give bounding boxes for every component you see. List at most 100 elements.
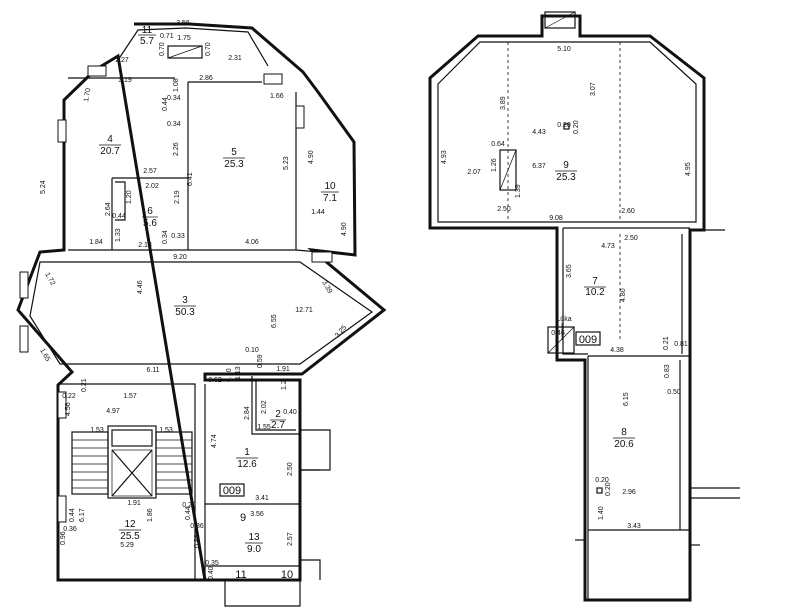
dim-label: 4.74 xyxy=(211,434,218,448)
room-area: 7.1 xyxy=(323,193,337,204)
dim-label: 0.20 xyxy=(605,482,612,496)
dim-label: 2.84 xyxy=(244,406,251,420)
dim-label: 0.62 xyxy=(208,377,222,384)
dim-label: 0.34 xyxy=(167,95,181,102)
dim-label: 1.70 xyxy=(83,88,92,103)
dim-label: 4.95 xyxy=(685,162,692,176)
dim-label: 4.90 xyxy=(341,222,348,236)
dim-label: 4.43 xyxy=(532,129,546,136)
window xyxy=(57,119,67,143)
room-area: 2.7 xyxy=(271,420,285,431)
dim-label: 6.11 xyxy=(146,367,159,374)
dim-label: 1.72 xyxy=(43,272,56,287)
dim-label: 0.46 xyxy=(551,330,565,337)
dim-label: 2.31 xyxy=(228,55,242,62)
dim-label: 2.19 xyxy=(174,190,181,204)
dim-label: 0.36 xyxy=(63,526,77,533)
dim-label: 2.07 xyxy=(467,169,481,176)
column-marker xyxy=(563,123,570,130)
ventilation-shaft-top-right xyxy=(544,11,576,29)
room-area: 25.5 xyxy=(120,531,140,542)
left-plan-walls xyxy=(16,22,387,607)
dim-label: 0.44 xyxy=(185,506,192,520)
dim-label: 1.66 xyxy=(270,93,284,100)
room-area: 20.6 xyxy=(614,439,634,450)
right-plan-labels: Lūka 009 xyxy=(556,316,601,346)
left-plan-windows xyxy=(19,65,333,523)
dim-label: 0.40 xyxy=(208,566,215,580)
dim-label: 4.93 xyxy=(441,150,448,164)
window xyxy=(295,105,305,129)
level-label-009: 009 xyxy=(223,485,241,497)
dim-label: 1.40 xyxy=(598,506,605,520)
room-area: 12.6 xyxy=(237,459,257,470)
dim-label: 4.73 xyxy=(601,243,615,250)
room-area: 5.7 xyxy=(140,36,154,47)
dim-label: 0.10 xyxy=(245,347,259,354)
dim-label: 2.27 xyxy=(115,57,129,64)
dim-label: 0.20 xyxy=(182,502,196,509)
dim-label: 1.33 xyxy=(115,228,122,242)
room-number: 12 xyxy=(124,519,136,530)
left-plan-labels: 009 9 11 10 xyxy=(219,483,293,581)
left-plan-room-labels: 11 5.7 4 20.7 5 25.3 6 5.6 10 7.1 3 50.3… xyxy=(99,25,339,555)
right-plan-fixtures xyxy=(499,11,603,494)
dim-label: 1.08 xyxy=(173,78,180,92)
room-number: 6 xyxy=(147,206,153,217)
dim-label: 0.21 xyxy=(663,336,670,350)
dim-label: 0.21 xyxy=(81,378,88,392)
dim-label: 5.29 xyxy=(120,542,134,549)
dim-label: 1.65 xyxy=(38,348,51,363)
dim-label: 3.39 xyxy=(320,280,333,295)
dim-label: 0.83 xyxy=(664,364,671,378)
dim-label: 0.59 xyxy=(257,354,264,368)
dim-label: 12.71 xyxy=(295,307,313,314)
column-marker xyxy=(596,487,603,494)
dim-label: 1.26 xyxy=(491,158,498,172)
dim-label: 4.90 xyxy=(308,150,315,164)
dim-label: 0.34 xyxy=(167,121,181,128)
window xyxy=(57,391,67,419)
dim-label: 1.53 xyxy=(159,427,173,434)
room-number: 13 xyxy=(248,532,260,543)
room-area: 9.0 xyxy=(247,544,261,555)
dim-label: 3.65 xyxy=(566,264,573,278)
dim-label: 0.70 xyxy=(159,42,166,56)
window xyxy=(311,251,333,263)
window xyxy=(19,271,29,299)
room-number: 10 xyxy=(324,181,336,192)
dim-label: 4.80 xyxy=(620,288,627,302)
dim-label: 0.70 xyxy=(205,42,212,56)
room-number: 8 xyxy=(621,427,627,438)
dim-label: 3.89 xyxy=(500,96,507,110)
dim-label: 0.40 xyxy=(283,409,297,416)
dim-label: 6.55 xyxy=(271,314,278,328)
dim-label: 0.44 xyxy=(69,508,76,522)
dim-label: 0.34 xyxy=(162,230,169,244)
dim-label: 2.50 xyxy=(497,206,511,213)
dim-label: 4.46 xyxy=(137,280,144,294)
right-plan-walls xyxy=(428,14,740,602)
label-9: 9 xyxy=(240,512,246,524)
dim-label: 3.07 xyxy=(590,82,597,96)
dim-label: 2.50 xyxy=(624,235,638,242)
dim-label: 6.41 xyxy=(187,172,194,186)
dim-label: 0.96 xyxy=(60,531,67,545)
dim-label: 5.23 xyxy=(283,156,290,170)
dim-label: 9.20 xyxy=(173,254,187,261)
dim-label: 2.86 xyxy=(199,75,213,82)
dim-label: 3.43 xyxy=(627,523,641,530)
room-number: 7 xyxy=(592,276,598,287)
label-luka: Lūka xyxy=(556,316,571,323)
dim-label: 1.13 xyxy=(235,366,242,380)
dim-label: 1.75 xyxy=(177,35,191,42)
dim-label: 1.53 xyxy=(90,427,104,434)
dim-label: 0.44 xyxy=(112,213,126,220)
room-area: 5.6 xyxy=(143,218,157,229)
dim-label: 2.26 xyxy=(173,142,180,156)
hatch-luka xyxy=(547,326,575,354)
window xyxy=(263,73,283,85)
dim-label: 4.97 xyxy=(106,408,120,415)
elevator-shaft xyxy=(107,425,157,499)
dim-label: 6.17 xyxy=(79,508,86,522)
